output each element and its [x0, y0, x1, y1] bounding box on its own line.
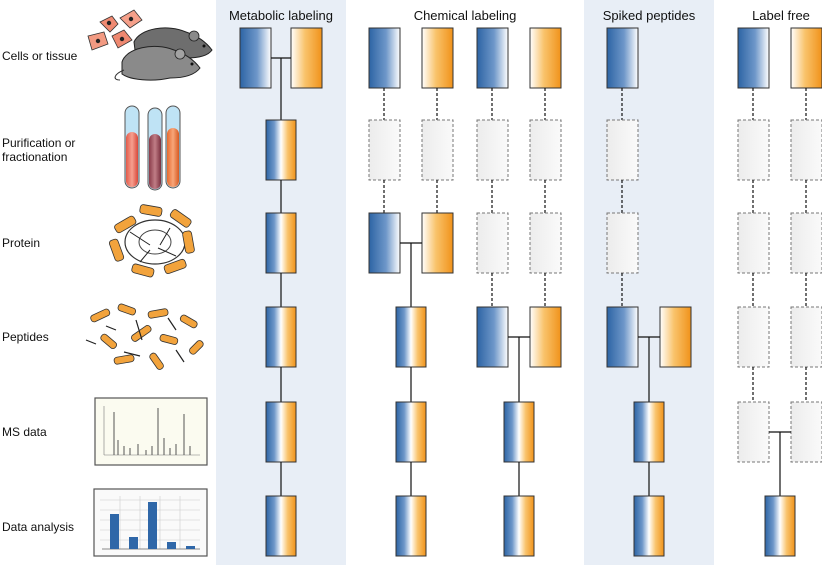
row-label-protein: Protein [2, 236, 40, 250]
unlabeled-sample-box [529, 212, 562, 274]
unlabeled-sample-box [476, 212, 509, 274]
mice-and-cells-icon [87, 9, 213, 81]
light-sample-box [737, 27, 770, 89]
test-tubes-icon [124, 105, 181, 191]
mixed-light-half [634, 496, 649, 556]
light-sample-box [476, 306, 509, 368]
unlabeled-sample-box [421, 119, 454, 181]
row-label-cells: Cells or tissue [2, 49, 78, 63]
light-sample-box [368, 212, 401, 274]
light-sample-box [476, 27, 509, 89]
light-sample-box [606, 27, 639, 89]
mixed-light-half [266, 402, 281, 462]
mixed-heavy-half [281, 213, 296, 273]
unlabeled-sample-box [737, 306, 770, 368]
mixed-heavy-half [519, 402, 534, 462]
mixed-sample-box [265, 495, 297, 557]
unlabeled-sample-box [790, 401, 822, 463]
mixed-light-half [266, 496, 281, 556]
light-sample-box [239, 27, 272, 89]
mixed-heavy-half [649, 402, 664, 462]
peptide-fragments-icon [85, 303, 204, 370]
row-label-peptides: Peptides [2, 330, 49, 344]
unlabeled-sample-box [368, 119, 401, 181]
unlabeled-sample-box [790, 212, 822, 274]
mixed-sample-box [503, 495, 535, 557]
heavy-sample-box [290, 27, 323, 89]
mixed-heavy-half [281, 402, 296, 462]
unlabeled-sample-box [790, 119, 822, 181]
heavy-sample-box [529, 306, 562, 368]
mixed-light-half [396, 496, 411, 556]
mixed-light-half [504, 402, 519, 462]
mixed-light-half [396, 402, 411, 462]
row-label-ms: MS data [2, 425, 47, 439]
mixed-light-half [266, 120, 281, 180]
mixed-heavy-half [519, 496, 534, 556]
mixed-heavy-half [411, 402, 426, 462]
mixed-light-half [266, 213, 281, 273]
mixed-heavy-half [281, 120, 296, 180]
heavy-sample-box [421, 212, 454, 274]
mixed-light-half [396, 307, 411, 367]
unlabeled-sample-box [606, 212, 639, 274]
unlabeled-sample-box [529, 119, 562, 181]
mixed-light-half [266, 307, 281, 367]
bar-chart-icon [93, 488, 208, 557]
mixed-heavy-half [411, 496, 426, 556]
mass-spectrum-icon [94, 397, 208, 466]
unlabeled-sample-box [737, 401, 770, 463]
column-title-metabolic: Metabolic labeling [229, 8, 333, 23]
protein-ribbon-icon [108, 204, 195, 278]
workflow-boxes [239, 27, 822, 557]
mixed-sample-box [633, 495, 665, 557]
mixed-light-half [504, 496, 519, 556]
mixed-heavy-half [649, 496, 664, 556]
heavy-sample-box [421, 27, 454, 89]
mixed-heavy-half [281, 496, 296, 556]
heavy-sample-box [790, 27, 822, 89]
mixed-sample-box [395, 495, 427, 557]
column-title-spiked: Spiked peptides [603, 8, 696, 23]
mixed-heavy-half [281, 307, 296, 367]
column-title-labelfree: Label free [752, 8, 810, 23]
row-label-purification-1: Purification or [2, 136, 75, 150]
column-title-chemical: Chemical labeling [414, 8, 517, 23]
heavy-sample-box [659, 306, 692, 368]
heavy-sample-box [529, 27, 562, 89]
mixed-light-half [765, 496, 780, 556]
light-sample-box [606, 306, 639, 368]
light-sample-box [368, 27, 401, 89]
unlabeled-sample-box [476, 119, 509, 181]
mixed-heavy-half [411, 307, 426, 367]
mixed-heavy-half [780, 496, 795, 556]
unlabeled-sample-box [790, 306, 822, 368]
mixed-sample-box [764, 495, 796, 557]
unlabeled-sample-box [606, 119, 639, 181]
mixed-light-half [634, 402, 649, 462]
unlabeled-sample-box [737, 212, 770, 274]
row-label-analysis: Data analysis [2, 520, 74, 534]
unlabeled-sample-box [737, 119, 770, 181]
row-label-purification-2: fractionation [2, 150, 67, 164]
